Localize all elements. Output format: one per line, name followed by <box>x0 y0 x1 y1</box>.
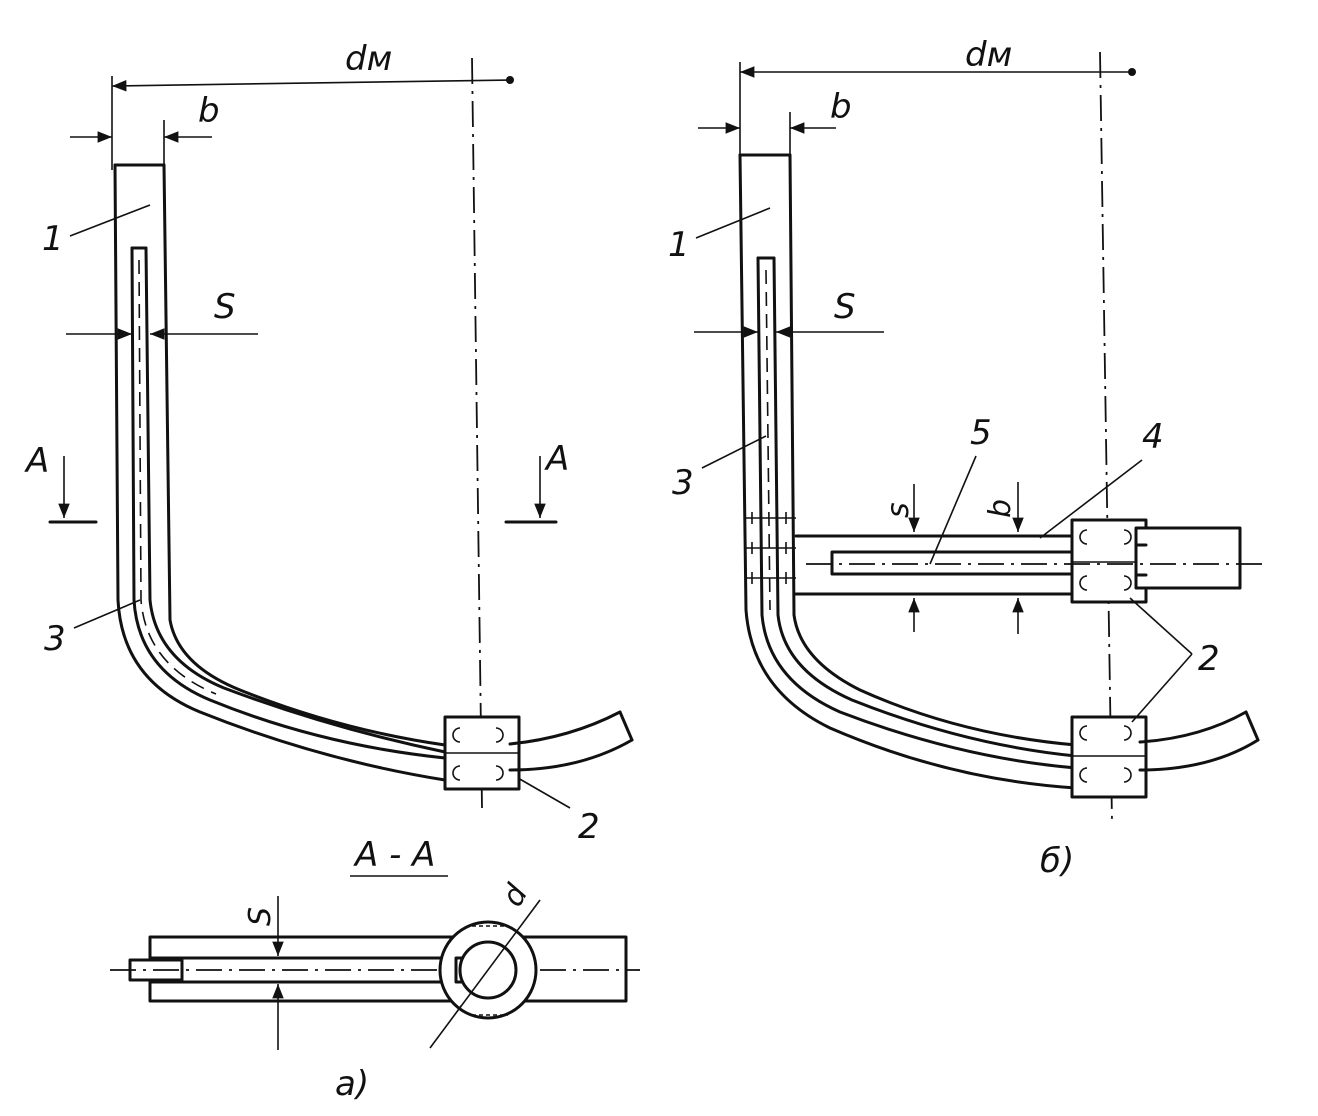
figure-label-b: б) <box>1040 841 1074 881</box>
thickness-label-a: S <box>214 287 236 327</box>
section-title: A - A <box>353 835 435 875</box>
blade-outer-edge-a <box>113 163 447 782</box>
figure-a: dм b S 1 3 2 <box>24 39 640 1104</box>
axis-line-b <box>1099 51 1113 823</box>
width-label-b: b <box>830 87 852 127</box>
callout-1-a: 1 <box>42 219 64 259</box>
section-mark-left: A <box>24 441 49 481</box>
diameter-dimension-line-a <box>111 79 511 92</box>
callout-2-b: 2 <box>1198 639 1220 679</box>
clamp-b-lower <box>1070 715 1148 799</box>
diameter-label-b: dм <box>965 35 1012 75</box>
section-dim-d: d <box>495 878 535 913</box>
diameter-label-a: dм <box>345 39 392 79</box>
axis-line-a <box>471 57 483 809</box>
callout-5-b: 5 <box>970 413 992 453</box>
width-label-a: b <box>198 91 220 131</box>
callout-4-b: 4 <box>1142 417 1164 457</box>
section-dim-s: S <box>243 907 278 926</box>
figure-b: dм b s <box>668 35 1262 881</box>
thickness-label-b: S <box>834 287 856 327</box>
branch-dim-b: b <box>983 499 1018 518</box>
callout-3-a: 3 <box>44 619 66 659</box>
section-view: S d <box>110 878 640 1050</box>
figure-label-a: а) <box>335 1064 369 1104</box>
section-mark-right: A <box>544 439 569 479</box>
callout-2-a: 2 <box>578 807 600 847</box>
rib-5 <box>830 550 1084 576</box>
branch-dim-s: s <box>881 502 916 518</box>
callout-3-b: 3 <box>672 463 694 503</box>
callout-1-b: 1 <box>668 225 690 265</box>
